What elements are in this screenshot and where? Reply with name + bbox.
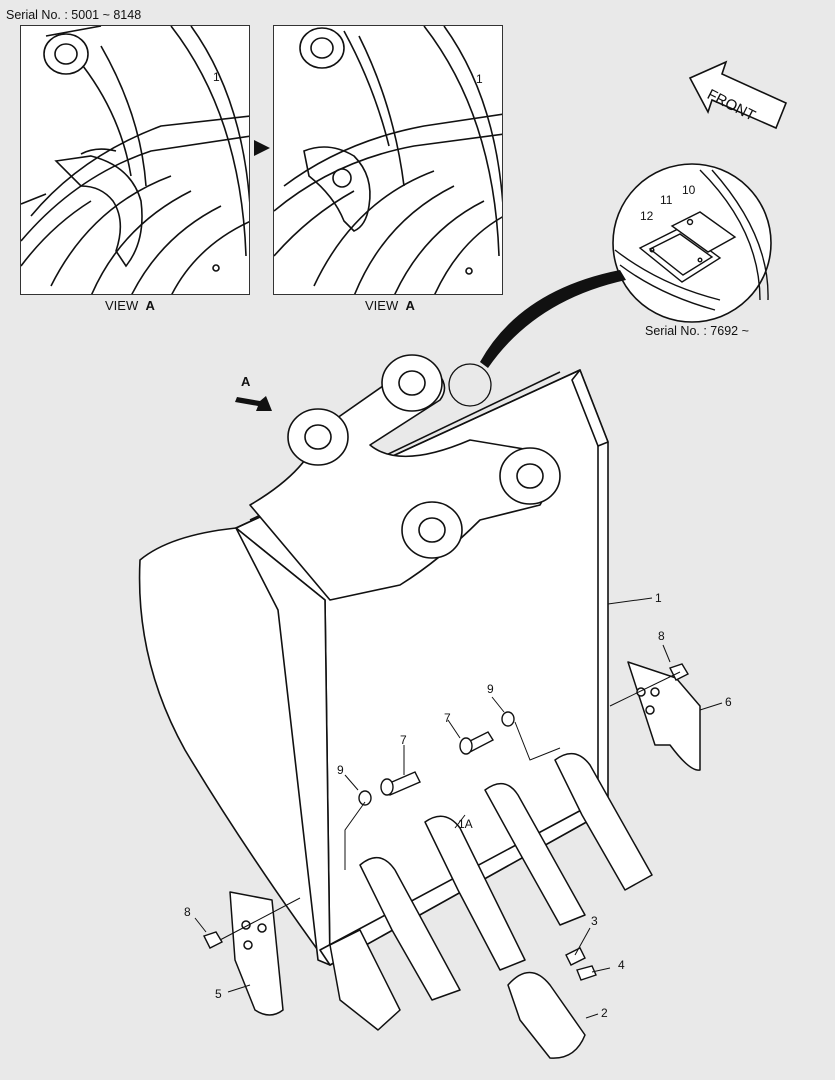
detail-callout-10: 10 [682, 183, 696, 197]
bolt-7-lower [384, 771, 421, 796]
callout-part-9-upper: 9 [487, 682, 494, 696]
bucket-back-plate [235, 369, 609, 966]
washer-9-lower [358, 790, 372, 806]
serial-range-label: Serial No. : 5001 ~ 8148 [6, 8, 142, 22]
boss-bottom-right [499, 447, 561, 505]
nut-8-left [203, 931, 223, 949]
washer-9-upper [501, 711, 515, 727]
view-label-letter: A [145, 298, 155, 313]
callout-part-7-lower: 7 [400, 733, 407, 747]
callout-part-6: 6 [725, 695, 732, 709]
view-a-right-drawing [274, 26, 502, 294]
view-a-panel-left: 1 [20, 25, 250, 295]
view-label-letter: A [405, 298, 415, 313]
view-a-label-left: VIEW A [105, 298, 155, 313]
lock-4 [576, 965, 597, 981]
detail-focus-circle [448, 363, 492, 407]
callout-part-9-lower: 9 [337, 763, 344, 777]
tooth-5 [554, 752, 653, 891]
view-label-prefix: VIEW [105, 298, 139, 313]
view-a-marker: A [241, 374, 251, 389]
view-label-prefix: VIEW [365, 298, 399, 313]
tooth-1 [329, 929, 401, 1031]
view-a-left-drawing [21, 26, 249, 294]
loose-tooth [507, 971, 586, 1059]
detail-serial-label: Serial No. : 7692 ~ [645, 324, 749, 338]
callout-part-3: 3 [591, 914, 598, 928]
side-cutter-right [627, 661, 701, 771]
callout-part-7-upper: 7 [444, 711, 451, 725]
bucket-side-shell [138, 527, 326, 961]
boss-bottom-left [401, 501, 463, 559]
callout-part-2: 2 [601, 1006, 608, 1020]
front-arrow-label: FRONT [704, 86, 759, 125]
panel-arrow-icon [254, 140, 270, 156]
callout-part-5: 5 [215, 987, 222, 1001]
tooth-4 [484, 782, 586, 926]
callout-part-8-right: 8 [658, 629, 665, 643]
callout-part-8-left: 8 [184, 905, 191, 919]
boss-top-left [287, 408, 349, 466]
boss-top-right [381, 354, 443, 412]
pin-3 [565, 947, 586, 966]
view-a-arrow-icon [235, 396, 272, 411]
tooth-2 [359, 856, 461, 1001]
tooth-3 [424, 815, 526, 971]
callout-part-1: 1 [655, 591, 662, 605]
callout-part-4: 4 [618, 958, 625, 972]
side-cutter-left [229, 891, 284, 1016]
callout-part-1A: 1A [458, 817, 473, 831]
view-left-callout-1: 1 [213, 70, 220, 84]
view-right-callout-1: 1 [476, 72, 483, 86]
bucket-bracket [249, 359, 549, 601]
detail-callout-12: 12 [640, 209, 654, 223]
view-a-label-right: VIEW A [365, 298, 415, 313]
view-a-panel-right: 1 [273, 25, 503, 295]
detail-callout-11: 11 [660, 193, 673, 207]
bolt-7-upper [460, 731, 494, 754]
nut-8-right [669, 663, 689, 681]
